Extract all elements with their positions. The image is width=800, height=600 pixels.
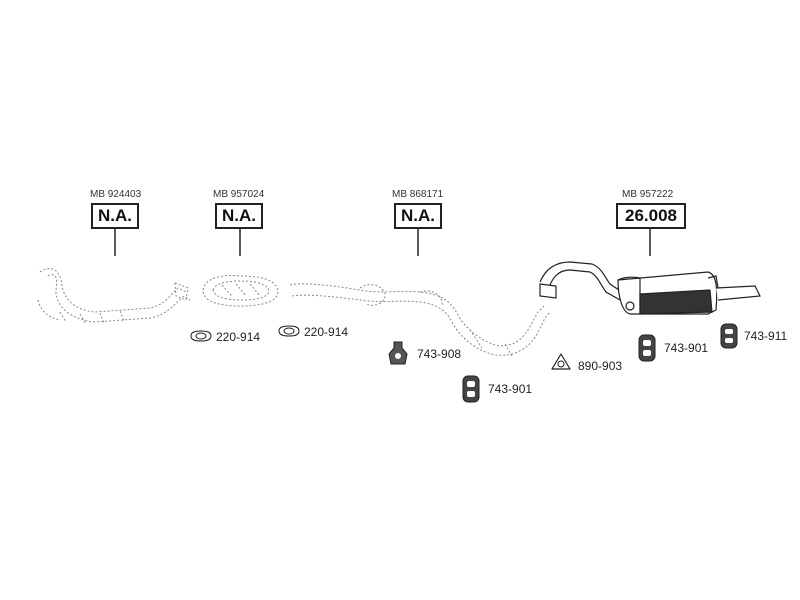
accessory-label-4: 743-901 (488, 382, 533, 396)
center-pipe-part (289, 283, 551, 357)
price-box-2[interactable]: N.A. (215, 203, 263, 229)
part-ref-2: MB 957024 (213, 189, 265, 200)
front-pipe-part (37, 268, 191, 325)
accessory-label-6: 743-901 (664, 341, 709, 355)
rubber-hanger-icon (462, 375, 480, 403)
accessory-label-1: 220-914 (216, 330, 261, 344)
catalyst-part (202, 275, 279, 307)
flange-gasket-icon (278, 325, 300, 337)
accessory-label-3: 743-908 (417, 347, 462, 361)
rear-silencer-part (539, 261, 761, 315)
part-ref-1: MB 924403 (90, 189, 142, 200)
part-ref-4: MB 957222 (622, 189, 674, 200)
rubber-hanger-icon (638, 334, 656, 362)
part-ref-3: MB 868171 (392, 189, 444, 200)
rubber-hanger-icon (720, 323, 738, 349)
price-box-4[interactable]: 26.008 (616, 203, 686, 229)
price-box-1[interactable]: N.A. (91, 203, 139, 229)
flange-gasket-icon (190, 330, 212, 342)
triangle-gasket-icon (551, 353, 571, 370)
accessory-label-2: 220-914 (304, 325, 349, 339)
accessory-label-5: 890-903 (578, 359, 623, 373)
accessory-label-7: 743-911 (744, 329, 788, 343)
rubber-mount-icon (388, 341, 408, 365)
price-box-3[interactable]: N.A. (394, 203, 442, 229)
